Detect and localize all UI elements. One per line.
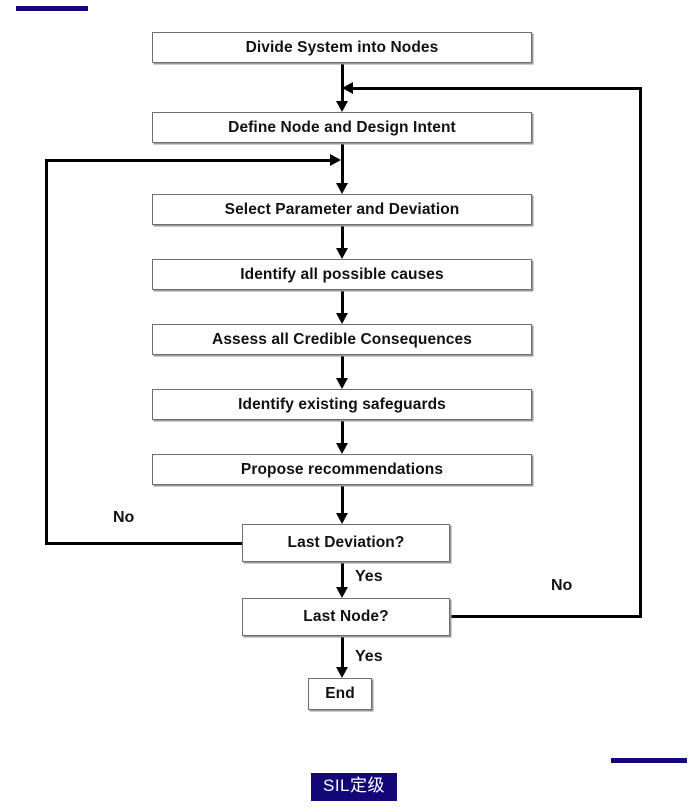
- loop-right-top-segment: [352, 87, 642, 90]
- connector-select-to-causes: [341, 225, 344, 250]
- connector-last-node-yes: [341, 636, 344, 668]
- connector-safeguards-to-recommendations: [341, 420, 344, 445]
- arrowhead-divide-to-define: [336, 101, 348, 112]
- node-propose-recommendations[interactable]: Propose recommendations: [152, 454, 532, 485]
- arrowhead-causes-to-consequences: [336, 313, 348, 324]
- node-identify-causes[interactable]: Identify all possible causes: [152, 259, 532, 290]
- node-last-node[interactable]: Last Node?: [242, 598, 450, 636]
- arrowhead-loop-right: [342, 82, 353, 94]
- connector-recommendations-to-last-deviation: [341, 485, 344, 515]
- node-label: Propose recommendations: [240, 460, 444, 478]
- connector-causes-to-consequences: [341, 290, 344, 315]
- node-label: Last Deviation?: [287, 534, 405, 551]
- connector-consequences-to-safeguards: [341, 355, 344, 380]
- connector-define-to-select: [341, 143, 344, 185]
- node-label: Define Node and Design Intent: [228, 118, 456, 136]
- loop-left-top-segment: [45, 159, 332, 162]
- arrowhead-loop-left: [330, 154, 341, 166]
- edge-label-node-yes: Yes: [355, 648, 383, 665]
- arrowhead-last-deviation-yes: [336, 587, 348, 598]
- node-last-deviation[interactable]: Last Deviation?: [242, 524, 450, 562]
- arrowhead-last-node-yes: [336, 667, 348, 678]
- edge-label-deviation-yes: Yes: [355, 568, 383, 585]
- edge-label-deviation-no: No: [113, 509, 135, 526]
- node-label: Last Node?: [303, 608, 389, 625]
- node-label: Divide System into Nodes: [245, 38, 439, 56]
- loop-left-bottom-segment: [45, 542, 244, 545]
- top-left-rule: [16, 6, 88, 11]
- arrowhead-safeguards-to-recommendations: [336, 443, 348, 454]
- watermark-sil: SIL定级: [311, 771, 398, 803]
- node-divide-system[interactable]: Divide System into Nodes: [152, 32, 532, 63]
- node-define-node[interactable]: Define Node and Design Intent: [152, 112, 532, 143]
- edge-label-node-no: No: [551, 577, 573, 594]
- arrowhead-select-to-causes: [336, 248, 348, 259]
- node-label: End: [325, 685, 355, 702]
- loop-left-vertical-segment: [45, 159, 48, 545]
- bottom-right-rule: [611, 758, 687, 763]
- node-label: Assess all Credible Consequences: [212, 330, 472, 348]
- node-end[interactable]: End: [308, 678, 372, 710]
- loop-right-vertical-segment: [639, 87, 642, 618]
- node-label: Select Parameter and Deviation: [224, 200, 460, 218]
- loop-right-bottom-segment: [448, 615, 642, 618]
- node-assess-consequences[interactable]: Assess all Credible Consequences: [152, 324, 532, 355]
- node-label: Identify all possible causes: [240, 265, 444, 283]
- arrowhead-define-to-select: [336, 183, 348, 194]
- node-select-parameter[interactable]: Select Parameter and Deviation: [152, 194, 532, 225]
- node-identify-safeguards[interactable]: Identify existing safeguards: [152, 389, 532, 420]
- arrowhead-recommendations-to-last-deviation: [336, 513, 348, 524]
- node-label: Identify existing safeguards: [238, 395, 446, 413]
- connector-last-deviation-yes: [341, 562, 344, 589]
- arrowhead-consequences-to-safeguards: [336, 378, 348, 389]
